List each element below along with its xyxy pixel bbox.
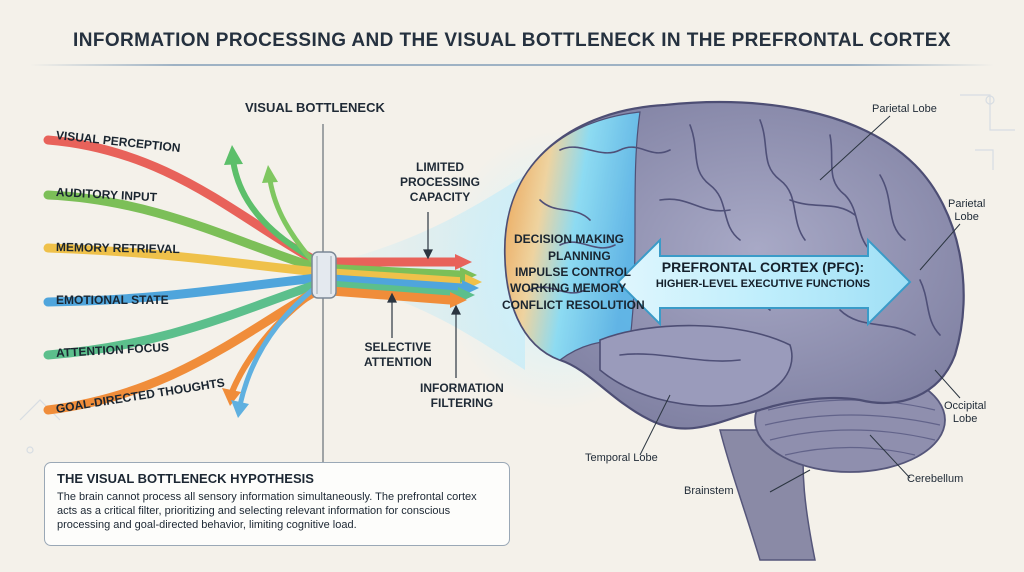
title-divider	[30, 64, 994, 66]
pfc-function-impulse-control: IMPULSE CONTROL	[515, 265, 631, 279]
selective-attention-label: SELECTIVE ATTENTION	[364, 340, 432, 369]
hypothesis-body: The brain cannot process all sensory inf…	[57, 491, 477, 531]
lobe-label-occipital: Occipital Lobe	[944, 400, 987, 425]
pfc-subtitle: HIGHER-LEVEL EXECUTIVE FUNCTIONS	[655, 278, 871, 290]
lobe-label-brainstem: Brainstem	[684, 485, 734, 497]
pfc-function-planning: PLANNING	[548, 249, 611, 263]
stream-label-emotional-state: EMOTIONAL STATE	[56, 293, 169, 307]
stream-arrowheads	[222, 145, 482, 418]
lobe-leader-lines	[639, 115, 961, 493]
page-title: INFORMATION PROCESSING AND THE VISUAL BO…	[73, 30, 951, 51]
pfc-function-working-memory: WORKING MEMORY	[510, 281, 627, 295]
limited-capacity-label: LIMITED PROCESSING CAPACITY	[400, 160, 481, 204]
lobe-label-temporal: Temporal Lobe	[585, 452, 658, 464]
pfc-function-decision-making: DECISION MAKING	[514, 232, 625, 246]
lobe-label-cerebellum: Cerebellum	[907, 473, 964, 485]
pfc-function-conflict-resolution: CONFLICT RESOLUTION	[502, 298, 645, 312]
pfc-double-arrow	[616, 237, 912, 327]
hypothesis-box: THE VISUAL BOTTLENECK HYPOTHESIS The bra…	[44, 462, 510, 546]
brain-illustration	[503, 101, 965, 561]
information-streams	[43, 135, 470, 415]
bottleneck-label: VISUAL BOTTLENECK	[245, 100, 385, 115]
lobe-label-parietal-top: Parietal Lobe	[872, 103, 937, 115]
stream-label-memory-retrieval: MEMORY RETRIEVAL	[55, 240, 180, 257]
hypothesis-title: THE VISUAL BOTTLENECK HYPOTHESIS	[57, 471, 314, 486]
bottleneck-band	[311, 251, 337, 299]
information-filtering-label: INFORMATION FILTERING	[420, 381, 504, 410]
lobe-label-parietal-right: Parietal Lobe	[948, 198, 986, 223]
annotation-pointers	[387, 212, 461, 378]
pfc-title: PREFRONTAL CORTEX (PFC):	[661, 259, 865, 275]
